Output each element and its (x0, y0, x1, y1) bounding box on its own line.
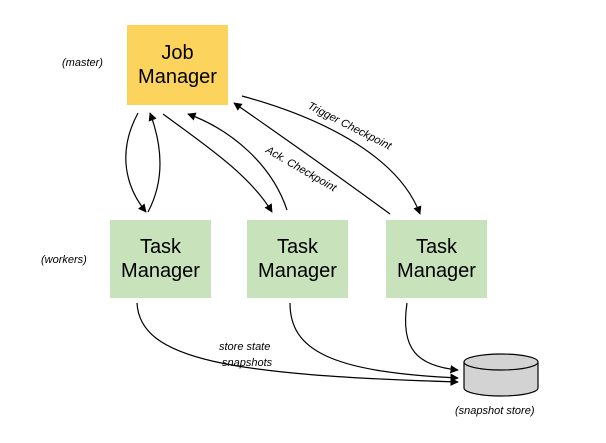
task-manager-3-line1: Task (415, 236, 458, 258)
task-manager-node-1: Task Manager (110, 220, 211, 298)
arrow-trigger-checkpoint (241, 95, 422, 215)
snapshot-store-label: (snapshot store) (455, 405, 535, 417)
task-manager-1-line1: Task (139, 236, 182, 258)
snapshots-label: snapshots (222, 357, 273, 369)
job-manager-line1: Job (161, 42, 194, 64)
task-manager-2-line2: Manager (258, 260, 337, 282)
arrow-task3-to-store (405, 302, 459, 374)
store-state-label: store state (219, 341, 270, 353)
task-manager-node-3: Task Manager (386, 220, 487, 298)
arrow-task2-to-store (289, 302, 459, 382)
task-manager-2-line1: Task (276, 236, 319, 258)
arrow-task2-to-job (187, 112, 288, 211)
arrow-job-to-task2 (162, 113, 273, 213)
task-manager-node-2: Task Manager (247, 220, 348, 298)
arrow-task1-to-store (136, 302, 459, 386)
workers-label: (workers) (41, 254, 87, 266)
job-manager-line2: Manager (138, 66, 217, 88)
arrow-job-to-task1 (125, 112, 147, 213)
task-manager-1-line2: Manager (121, 260, 200, 282)
snapshot-store-cylinder (463, 353, 539, 397)
task-manager-3-line2: Manager (397, 260, 476, 282)
arrow-ack-checkpoint (233, 102, 391, 215)
master-role-label: (master) (62, 57, 103, 69)
arrow-task1-to-job (147, 112, 161, 213)
trigger-checkpoint-label: Trigger Checkpoint (306, 100, 394, 153)
job-manager-node: Job Manager (127, 25, 228, 105)
